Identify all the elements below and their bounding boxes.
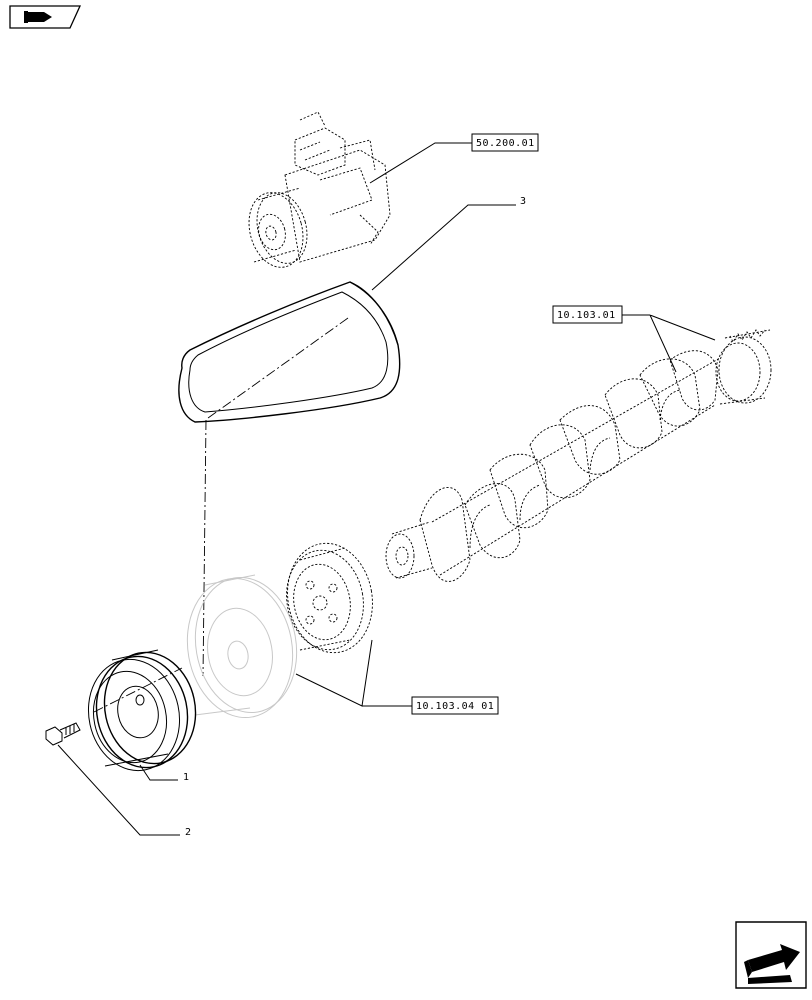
next-page-arrow-icon[interactable] xyxy=(735,921,807,989)
bolt-drawing xyxy=(45,722,81,746)
callout-bolt: 2 xyxy=(185,827,191,838)
flywheel-ghost-drawing xyxy=(186,574,298,719)
damper-drawing xyxy=(286,542,373,654)
book-navigation-icon[interactable] xyxy=(9,5,82,29)
ref-label-damper[interactable]: 10.103.04 01 xyxy=(416,701,494,712)
callout-belt: 3 xyxy=(520,196,526,207)
crank-pulley-drawing xyxy=(87,649,197,772)
ref-box-compressor[interactable]: 50.200.01 xyxy=(471,133,539,152)
ref-label-compressor[interactable]: 50.200.01 xyxy=(476,138,535,149)
ac-compressor-drawing xyxy=(248,111,391,268)
ref-box-crankshaft[interactable]: 10.103.01 xyxy=(552,305,623,324)
crankshaft-drawing xyxy=(385,329,772,582)
drive-belt-drawing xyxy=(178,281,401,423)
ref-box-damper[interactable]: 10.103.04 01 xyxy=(411,696,499,715)
callout-pulley: 1 xyxy=(183,772,189,783)
ref-label-crankshaft[interactable]: 10.103.01 xyxy=(557,310,616,321)
